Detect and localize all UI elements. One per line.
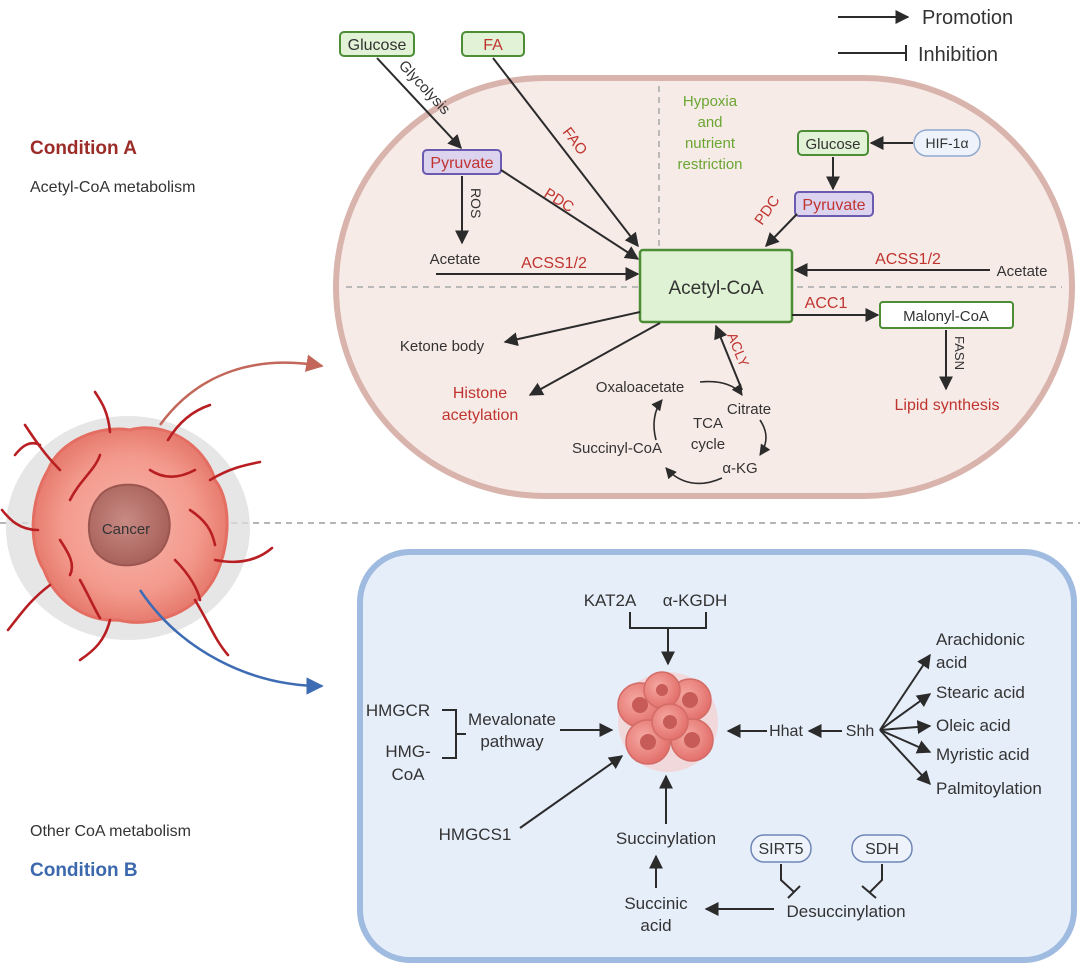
succinylation-label: Succinylation xyxy=(616,829,716,848)
acss-left-label: ACSS1/2 xyxy=(521,255,587,272)
sirt5-label: SIRT5 xyxy=(758,841,803,858)
malonyl-coa-label: Malonyl-CoA xyxy=(903,308,989,325)
fasn-label: FASN xyxy=(952,336,967,370)
hhat-label: Hhat xyxy=(769,723,803,740)
stearic-label: Stearic acid xyxy=(936,683,1025,702)
condition-a-cell: Glucose FA Glycolysis FAO Pyruvate ROS P… xyxy=(333,31,1075,499)
acetyl-coa-box xyxy=(638,248,794,324)
condition-b-cell: KAT2A α-KGDH HMGCR HMG- CoA Mevalonate p… xyxy=(357,549,1077,963)
pyruvate-label: Pyruvate xyxy=(430,155,493,172)
palmitoylation-label: Palmitoylation xyxy=(936,779,1042,798)
hif-box xyxy=(913,129,981,157)
pyruvate-right-label: Pyruvate xyxy=(802,197,865,214)
mevalonate-line-2: pathway xyxy=(480,732,544,751)
lipid-synthesis-label: Lipid synthesis xyxy=(895,397,1000,414)
condition-a-label: Condition A xyxy=(30,138,137,159)
hypoxia-line-2: and xyxy=(697,114,722,131)
histone-line-2: acetylation xyxy=(442,407,519,424)
legend: Promotion Inhibition xyxy=(838,7,1013,66)
kat2a-label: KAT2A xyxy=(584,591,637,610)
malonyl-coa-box xyxy=(879,301,1014,329)
hmgcr-label: HMGCR xyxy=(366,701,430,720)
legend-inhibition-label: Inhibition xyxy=(918,44,998,66)
cancer-cell-cluster-icon xyxy=(617,671,718,772)
hypoxia-line-1: Hypoxia xyxy=(683,93,738,110)
fa-box xyxy=(461,31,525,57)
arachidonic-line-2: acid xyxy=(936,653,967,672)
acetate-right-label: Acetate xyxy=(997,263,1048,280)
glucose-label: Glucose xyxy=(348,37,407,54)
shh-label: Shh xyxy=(846,723,874,740)
tca-line-2: cycle xyxy=(691,436,725,453)
acss-right-label: ACSS1/2 xyxy=(875,251,941,268)
hypoxia-line-3: nutrient xyxy=(685,135,736,152)
fa-label: FA xyxy=(483,37,503,54)
arachidonic-line-1: Arachidonic xyxy=(936,630,1025,649)
mevalonate-line-1: Mevalonate xyxy=(468,710,556,729)
condition-b-label: Condition B xyxy=(30,860,138,881)
akg-label: α-KG xyxy=(722,460,757,477)
legend-promotion-label: Promotion xyxy=(922,7,1013,29)
tumor-illustration: Cancer xyxy=(0,354,324,695)
cancer-label: Cancer xyxy=(102,521,150,538)
akgdh-label: α-KGDH xyxy=(663,591,728,610)
acc1-label: ACC1 xyxy=(805,295,848,312)
pyruvate-right-box xyxy=(794,191,874,217)
tca-line-1: TCA xyxy=(693,415,723,432)
glucose-right-box xyxy=(797,130,869,156)
acetate-left-label: Acetate xyxy=(430,251,481,268)
ros-label: ROS xyxy=(468,188,484,218)
acetyl-coa-metabolism-title: Acetyl-CoA metabolism xyxy=(30,179,195,196)
hmg-line-1: HMG- xyxy=(385,742,430,761)
succinyl-coa-label: Succinyl-CoA xyxy=(572,440,662,457)
hmgcs1-label: HMGCS1 xyxy=(439,825,512,844)
acetyl-coa-label: Acetyl-CoA xyxy=(668,278,763,299)
arrow-to-condition-a xyxy=(158,354,324,426)
succinic-line-2: acid xyxy=(640,916,671,935)
sirt5-box xyxy=(750,834,812,863)
oleic-label: Oleic acid xyxy=(936,716,1011,735)
oxaloacetate-label: Oxaloacetate xyxy=(596,379,684,396)
hmg-line-2: CoA xyxy=(391,765,425,784)
sdh-label: SDH xyxy=(865,841,899,858)
pyruvate-box xyxy=(422,149,502,175)
myristic-label: Myristic acid xyxy=(936,745,1030,764)
citrate-label: Citrate xyxy=(727,401,771,418)
histone-line-1: Histone xyxy=(453,385,507,402)
desuccinylation-label: Desuccinylation xyxy=(786,902,905,921)
hypoxia-line-4: restriction xyxy=(677,156,742,173)
other-coa-metabolism-title: Other CoA metabolism xyxy=(30,823,191,840)
glucose-right-label: Glucose xyxy=(805,136,860,153)
succinic-line-1: Succinic xyxy=(624,894,688,913)
arrow-to-condition-b xyxy=(138,589,324,695)
hif-label: HIF-1α xyxy=(925,135,968,151)
sdh-box xyxy=(851,834,913,863)
ketone-body-label: Ketone body xyxy=(400,338,485,355)
glucose-box xyxy=(339,31,415,57)
